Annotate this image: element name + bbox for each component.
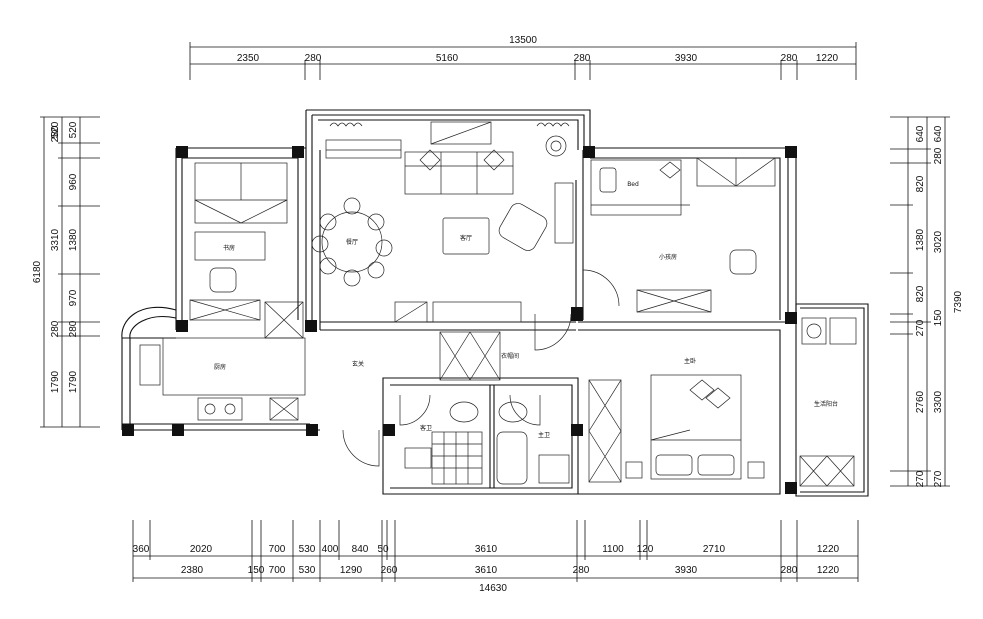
bottom-dim: 530 bbox=[299, 565, 316, 576]
bottom-dim: 3610 bbox=[475, 544, 498, 555]
right-dim: 3020 bbox=[933, 230, 944, 253]
bed-tag: Bed bbox=[627, 181, 639, 188]
bottom-dim: 1220 bbox=[817, 544, 840, 555]
room-label-study: 小孩房 bbox=[659, 253, 677, 261]
bottom-dim: 120 bbox=[637, 544, 654, 555]
top-total-dim: 13500 bbox=[509, 35, 537, 46]
top-dim: 280 bbox=[574, 53, 591, 64]
bottom-dim: 2710 bbox=[703, 544, 726, 555]
left-dimension-chain: 6180 280 3310 280 1790 520 520 960 1380 … bbox=[32, 116, 100, 428]
bottom-dim: 1220 bbox=[817, 565, 840, 576]
left-dim: 280 bbox=[68, 320, 79, 337]
right-dim: 150 bbox=[933, 309, 944, 326]
room-label-master-bath: 主卫 bbox=[538, 431, 550, 439]
top-dim: 1220 bbox=[816, 53, 839, 64]
room-label-dining: 餐厅 bbox=[346, 238, 358, 246]
bottom-dim: 840 bbox=[352, 544, 369, 555]
left-dim: 520 bbox=[68, 121, 79, 138]
right-dim: 280 bbox=[933, 147, 944, 164]
bottom-dim: 1100 bbox=[602, 544, 624, 555]
top-dim: 3930 bbox=[675, 53, 698, 64]
right-dim: 1380 bbox=[915, 228, 926, 251]
room-label-master-bed: 主卧 bbox=[684, 357, 696, 365]
bottom-dim: 700 bbox=[269, 565, 286, 576]
right-dim: 270 bbox=[915, 319, 926, 336]
top-dim: 5160 bbox=[436, 53, 459, 64]
bottom-dim: 2380 bbox=[181, 565, 204, 576]
room-label-bedroom-left: 书房 bbox=[223, 244, 235, 252]
right-total-dim: 7390 bbox=[953, 290, 964, 313]
room-label-hall: 玄关 bbox=[352, 360, 364, 368]
bottom-dim: 530 bbox=[299, 544, 316, 555]
bottom-dim: 50 bbox=[377, 544, 389, 555]
right-dim: 270 bbox=[915, 470, 926, 487]
bottom-dim: 1290 bbox=[340, 565, 363, 576]
right-dimension-chain: 7390 640 280 3020 150 3300 270 640 820 1… bbox=[890, 116, 964, 487]
room-label-closet: 衣帽间 bbox=[501, 352, 519, 360]
left-dim: 1790 bbox=[50, 370, 61, 393]
bottom-dim: 3610 bbox=[475, 565, 498, 576]
bottom-dimension-chain: 360 2020 700 530 400 840 50 3610 1100 12… bbox=[132, 520, 859, 594]
right-dim: 3300 bbox=[933, 390, 944, 413]
left-dim: 960 bbox=[68, 173, 79, 190]
right-dim: 2760 bbox=[915, 390, 926, 413]
left-dim: 970 bbox=[68, 289, 79, 306]
bottom-dim: 700 bbox=[269, 544, 286, 555]
right-dim: 820 bbox=[915, 285, 926, 302]
furniture bbox=[139, 121, 857, 487]
walls bbox=[121, 109, 869, 497]
left-total-dim: 6180 bbox=[32, 260, 43, 283]
door-swings bbox=[342, 313, 572, 467]
bottom-dim: 400 bbox=[322, 544, 339, 555]
left-dim: 520 bbox=[50, 121, 61, 138]
top-dim: 2350 bbox=[237, 53, 260, 64]
room-label-guest-bath: 客卫 bbox=[420, 424, 432, 432]
bottom-dim: 3930 bbox=[675, 565, 698, 576]
right-dim: 640 bbox=[915, 125, 926, 142]
structural-columns bbox=[122, 146, 797, 494]
left-dim: 1790 bbox=[68, 370, 79, 393]
left-dim: 280 bbox=[50, 320, 61, 337]
bottom-dim: 280 bbox=[573, 565, 590, 576]
top-dimension-chain: 13500 2350 280 5160 280 3930 280 1220 bbox=[189, 35, 857, 80]
room-labels: 书房 餐厅 客厅 小孩房 Bed 厨房 玄关 衣帽间 客卫 主卫 主卧 生活阳台 bbox=[214, 181, 838, 439]
left-dim: 3310 bbox=[50, 228, 61, 251]
bottom-total-dim: 14630 bbox=[479, 583, 507, 594]
bottom-dim: 280 bbox=[781, 565, 798, 576]
right-dim: 820 bbox=[915, 175, 926, 192]
bottom-dim: 150 bbox=[248, 565, 265, 576]
left-dim: 280 bbox=[50, 125, 61, 142]
bottom-dim: 2020 bbox=[190, 544, 213, 555]
bottom-dim: 260 bbox=[381, 565, 398, 576]
top-dim: 280 bbox=[781, 53, 798, 64]
room-label-living: 客厅 bbox=[460, 234, 472, 242]
right-dim: 640 bbox=[933, 125, 944, 142]
room-label-kitchen: 厨房 bbox=[214, 363, 226, 371]
right-dim: 270 bbox=[933, 470, 944, 487]
top-dim: 280 bbox=[305, 53, 322, 64]
left-dim: 1380 bbox=[68, 228, 79, 251]
bottom-dim: 360 bbox=[133, 544, 150, 555]
room-label-balcony: 生活阳台 bbox=[814, 400, 838, 408]
